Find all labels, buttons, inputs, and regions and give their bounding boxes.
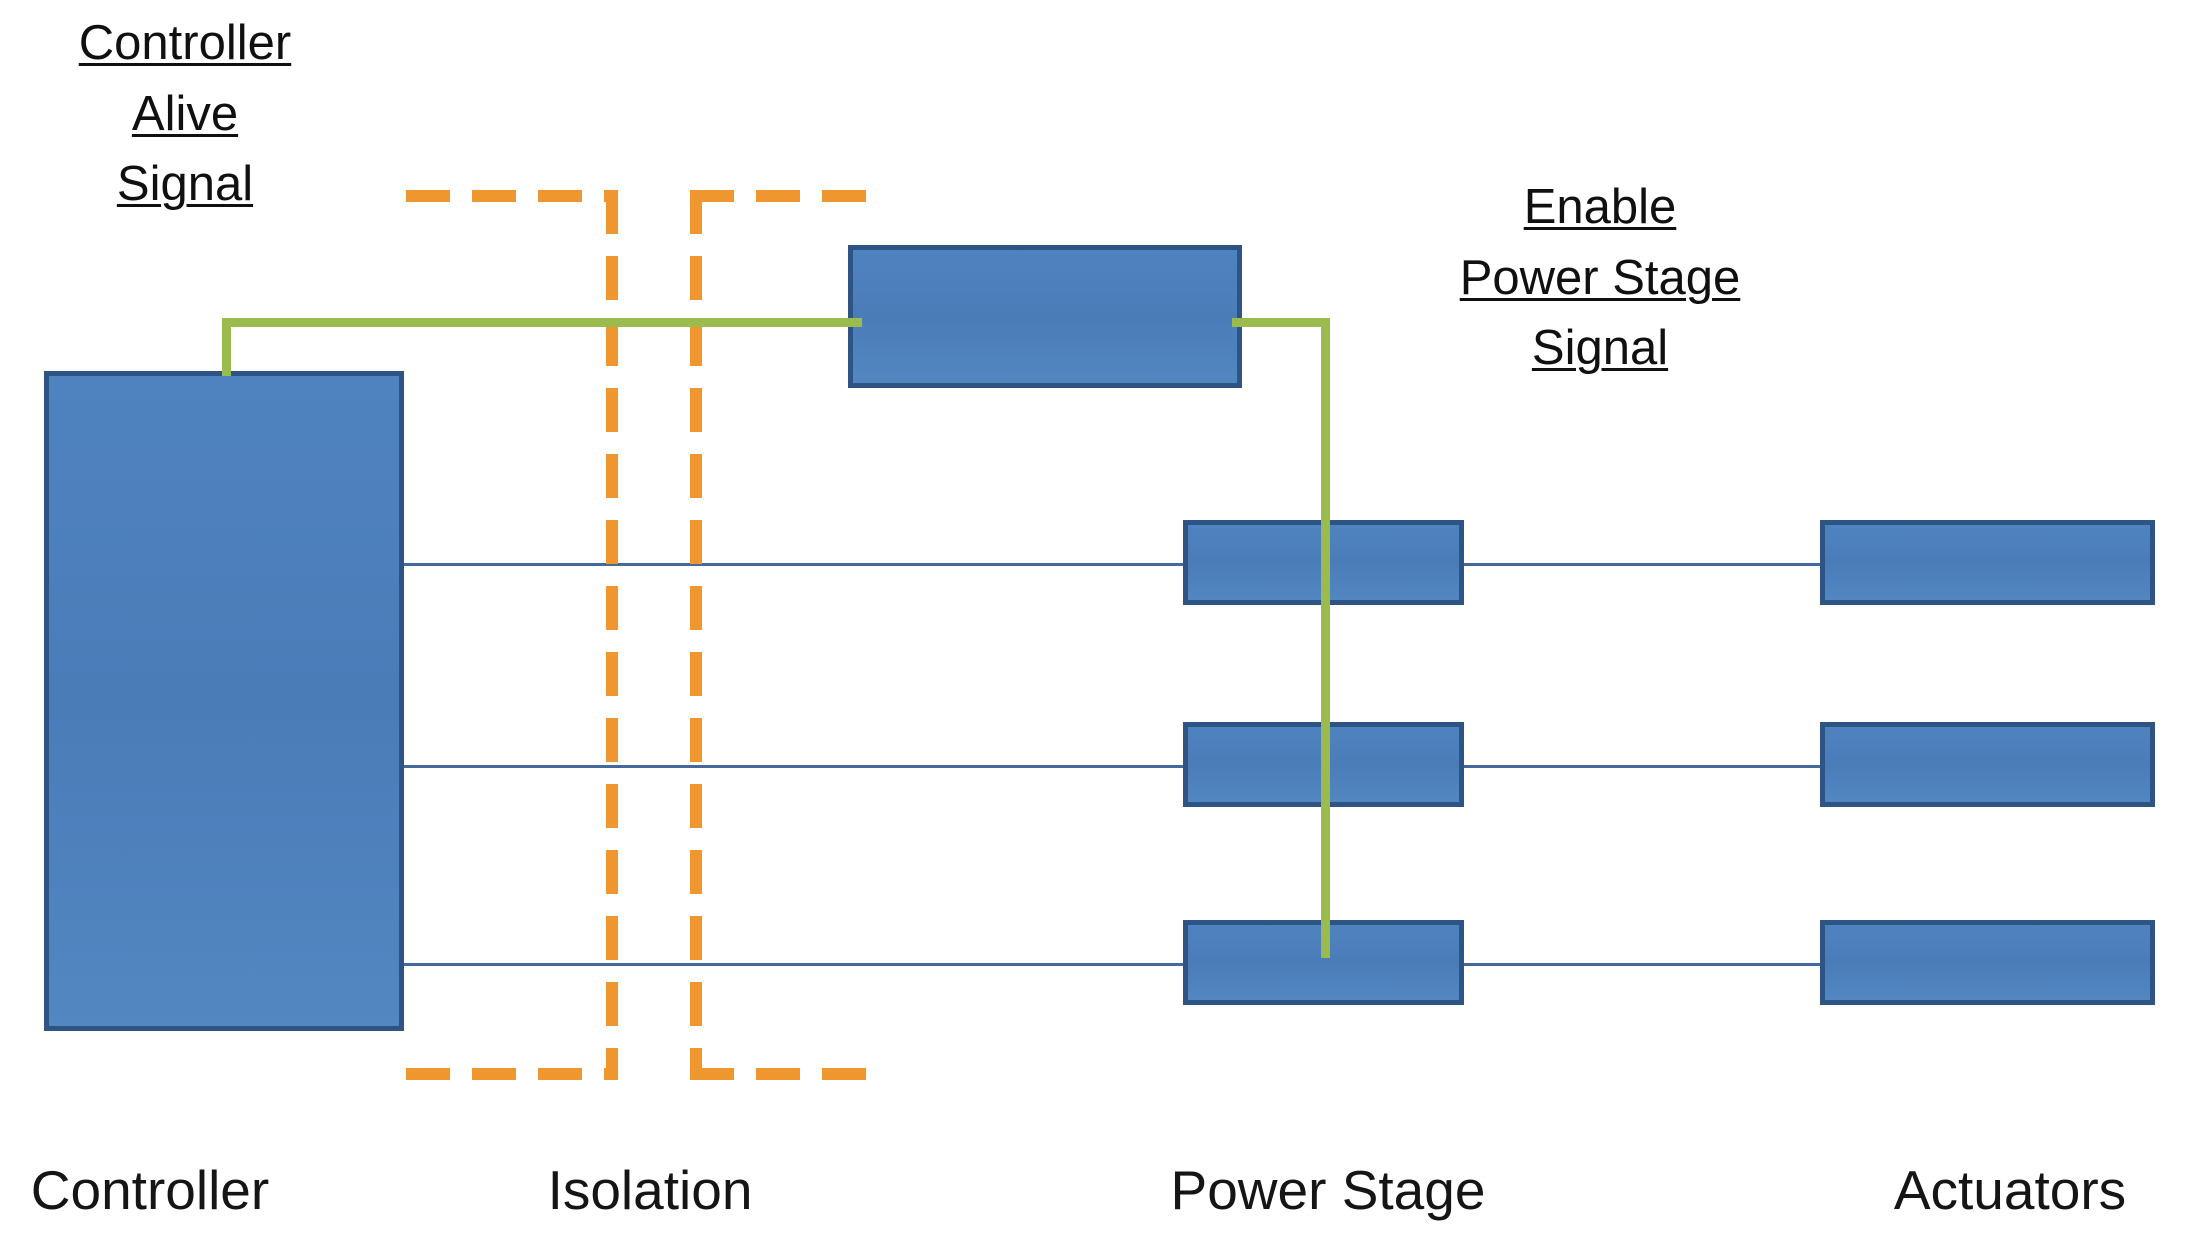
signal-wire-controller-to-power-3 bbox=[404, 963, 1189, 966]
isolation-boundary-left-top-dash bbox=[406, 190, 618, 202]
isolation-boundary-right-top-dash bbox=[690, 190, 872, 202]
caption-power-stage: Power Stage bbox=[1170, 1159, 1486, 1221]
controller-block[interactable] bbox=[44, 371, 404, 1031]
alive-signal-vertical-into-controller bbox=[222, 318, 231, 376]
actuator-block-1[interactable] bbox=[1820, 520, 2155, 605]
isolation-boundary-right-bottom-dash bbox=[690, 1068, 872, 1080]
actuator-block-2[interactable] bbox=[1820, 722, 2155, 807]
caption-controller: Controller bbox=[30, 1159, 270, 1221]
isolation-corner-right-bottom bbox=[690, 1068, 702, 1080]
watchdog-block[interactable] bbox=[848, 245, 1242, 388]
controller-alive-signal-annotation: Controller Alive Signal bbox=[0, 8, 370, 220]
caption-actuators: Actuators bbox=[1893, 1159, 2127, 1221]
enable-signal-horizontal-from-watchdog bbox=[1232, 318, 1330, 327]
isolation-corner-left-top bbox=[606, 190, 618, 202]
isolation-corner-right-top bbox=[690, 190, 702, 202]
isolation-boundary-left-bottom-dash bbox=[406, 1068, 618, 1080]
caption-isolation: Isolation bbox=[547, 1159, 753, 1221]
signal-wire-power-to-actuator-3 bbox=[1460, 963, 1824, 966]
controller-alive-signal-line-2: Alive bbox=[131, 86, 239, 141]
signal-wire-controller-to-power-2 bbox=[404, 765, 1189, 768]
controller-alive-signal-line-1: Controller bbox=[78, 16, 292, 70]
enable-signal-vertical-to-power-stages bbox=[1321, 318, 1330, 958]
enable-power-stage-signal-line-3: Signal bbox=[1531, 321, 1669, 376]
controller-alive-signal-line-3: Signal bbox=[116, 157, 254, 212]
signal-wire-power-to-actuator-1 bbox=[1460, 563, 1824, 566]
alive-signal-horizontal-to-watchdog bbox=[222, 318, 862, 327]
isolation-corner-left-bottom bbox=[606, 1068, 618, 1080]
actuator-block-3[interactable] bbox=[1820, 920, 2155, 1005]
isolation-boundary-left-vertical-dash bbox=[606, 190, 618, 1080]
isolation-boundary-right-vertical-dash bbox=[690, 190, 702, 1080]
signal-wire-controller-to-power-1 bbox=[404, 563, 1189, 566]
enable-power-stage-signal-annotation: Enable Power Stage Signal bbox=[1370, 172, 1830, 384]
enable-power-stage-signal-line-2: Power Stage bbox=[1459, 250, 1741, 305]
signal-wire-power-to-actuator-2 bbox=[1460, 765, 1824, 768]
enable-power-stage-signal-line-1: Enable bbox=[1523, 180, 1677, 234]
